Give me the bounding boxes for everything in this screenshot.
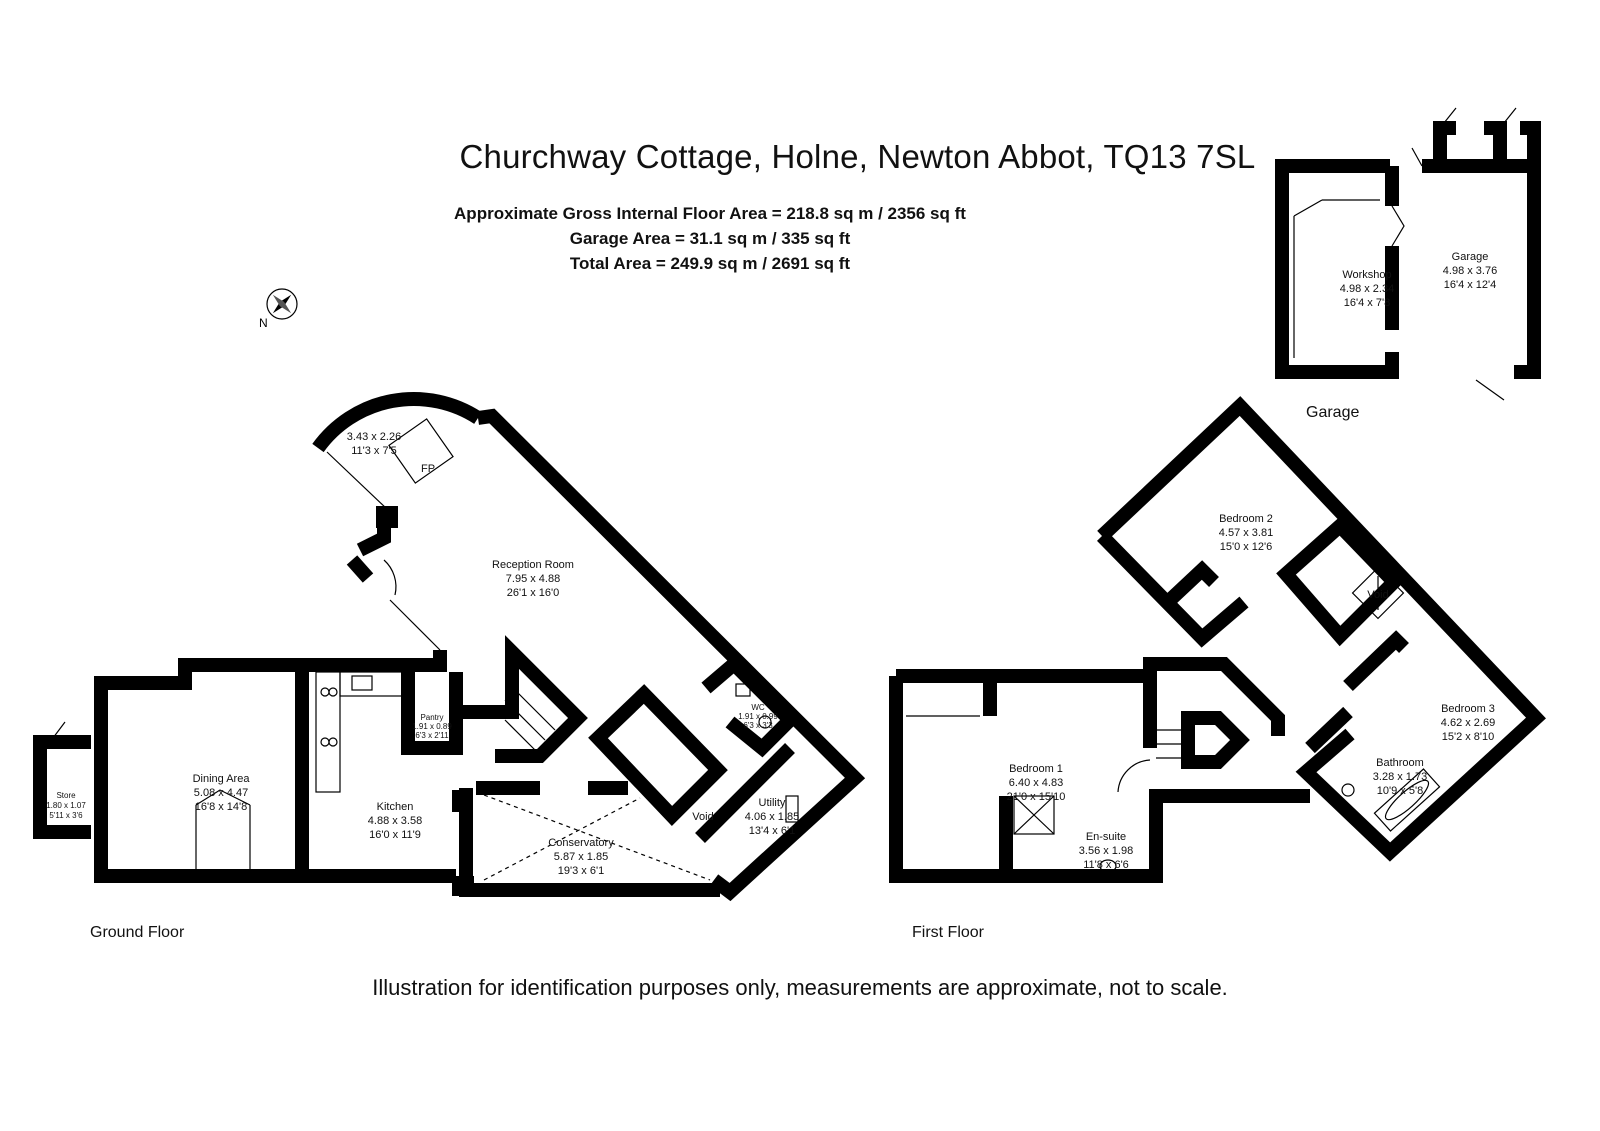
store-name: Store [56, 791, 76, 800]
reception-room-ft: 26'1 x 16'0 [507, 587, 560, 599]
bedroom1-ft: 21'0 x 15'10 [1007, 791, 1066, 803]
garage-name: Garage [1452, 251, 1489, 263]
conservatory-name: Conservatory [548, 837, 614, 849]
pantry-wall [401, 672, 463, 755]
bedroom3-m: 4.62 x 2.69 [1441, 717, 1495, 729]
bedroom3-name: Bedroom 3 [1441, 703, 1495, 715]
pantry-ft: 6'3 x 2'11 [415, 731, 449, 740]
ensuite-ft: 11'8 x 6'6 [1083, 859, 1129, 871]
pantry-name: Pantry [420, 713, 443, 722]
bedroom1-wall [896, 657, 1285, 736]
bedroom1-m: 6.40 x 4.83 [1009, 777, 1063, 789]
reception-room-m: 7.95 x 4.88 [506, 573, 560, 585]
garage-ft: 16'4 x 12'4 [1444, 279, 1497, 291]
wc-m: 1.91 x 0.99 [738, 712, 778, 721]
ensuite-name: En-suite [1086, 831, 1126, 843]
reception-room-name: Reception Room [492, 559, 574, 571]
kitchen-ft: 16'0 x 11'9 [369, 829, 421, 841]
first-floor-label: First Floor [912, 924, 984, 941]
bathroom-ft: 10'9 x 5'8 [1377, 785, 1423, 797]
bay-dimensions-m: 3.43 x 2.26 [347, 431, 401, 443]
bay-dimensions-ft: 11'3 x 7'5 [351, 445, 397, 457]
workshop-m: 4.98 x 2.34 [1340, 283, 1394, 295]
garage-plan [1275, 107, 1541, 401]
bathroom-m: 3.28 x 1.73 [1373, 771, 1427, 783]
property-title: Churchway Cottage, Holne, Newton Abbot, … [459, 138, 1256, 175]
pantry-m: 1.91 x 0.89 [412, 722, 452, 731]
dining-wall [94, 683, 456, 883]
workshop-name: Workshop [1342, 269, 1391, 281]
ground-void-label: Void [692, 811, 713, 823]
fireplace-label: FP [421, 463, 435, 475]
ground-stairs [462, 635, 588, 763]
ground-floor-label: Ground Floor [90, 924, 185, 941]
first-stairs [1156, 711, 1250, 769]
workshop-wall [1275, 159, 1399, 379]
compass-north-label: N [259, 316, 268, 330]
bedroom1-name: Bedroom 1 [1009, 763, 1063, 775]
wc-ft: 6'3 x 3'3 [743, 721, 773, 730]
garage-m: 4.98 x 3.76 [1443, 265, 1497, 277]
conservatory-ft: 19'3 x 6'1 [558, 865, 604, 877]
garage-wall [1422, 159, 1541, 379]
bath-tub [1373, 768, 1441, 832]
compass-icon: N [258, 287, 308, 340]
conservatory-m: 5.87 x 1.85 [554, 851, 608, 863]
store-wall [33, 735, 91, 839]
dining-area-m: 5.08 x 4.47 [194, 787, 248, 799]
total-area-text: Total Area = 249.9 sq m / 2691 sq ft [569, 254, 851, 273]
gross-area-text: Approximate Gross Internal Floor Area = … [454, 204, 966, 223]
fireplace [388, 418, 454, 484]
wc-name: WC [751, 703, 765, 712]
bay-wall [312, 392, 482, 453]
ground-void-box [588, 684, 728, 827]
reception-outer-wall [477, 408, 866, 902]
utility-name: Utility [759, 797, 786, 809]
shower-tray [1013, 795, 1055, 835]
utility-ft: 13'4 x 6'1 [749, 825, 795, 837]
bedroom3-ft: 15'2 x 8'10 [1442, 731, 1495, 743]
kitchen-counter [315, 671, 341, 793]
garage-floor-label: Garage [1306, 404, 1360, 421]
kitchen-m: 4.88 x 3.58 [368, 815, 422, 827]
workshop-ft: 16'4 x 7'8 [1344, 297, 1390, 309]
bedroom2-ft: 15'0 x 12'6 [1220, 541, 1273, 553]
store-ft: 5'11 x 3'6 [49, 811, 83, 820]
ground-floor-plan [33, 392, 866, 902]
room-labels: 3.43 x 2.26 11'3 x 7'5 FP Reception Room… [46, 251, 1497, 877]
bedroom2-3-wall [1097, 396, 1546, 862]
store-m: 1.80 x 1.07 [46, 801, 86, 810]
garage-area-text: Garage Area = 31.1 sq m / 335 sq ft [569, 229, 851, 248]
dining-area-ft: 16'8 x 14'8 [195, 801, 248, 813]
utility-m: 4.06 x 1.85 [745, 811, 799, 823]
bedroom2-m: 4.57 x 3.81 [1219, 527, 1273, 539]
disclaimer-text: Illustration for identification purposes… [372, 975, 1228, 1000]
dining-area-name: Dining Area [193, 773, 251, 785]
first-void-box [1276, 516, 1404, 647]
wc-wall [701, 654, 800, 758]
bedroom2-name: Bedroom 2 [1219, 513, 1273, 525]
ensuite-m: 3.56 x 1.98 [1079, 845, 1133, 857]
first-void-label: Void [1367, 589, 1388, 601]
kitchen-name: Kitchen [377, 801, 414, 813]
bathroom-name: Bathroom [1376, 757, 1424, 769]
first-floor-plan [889, 396, 1546, 883]
